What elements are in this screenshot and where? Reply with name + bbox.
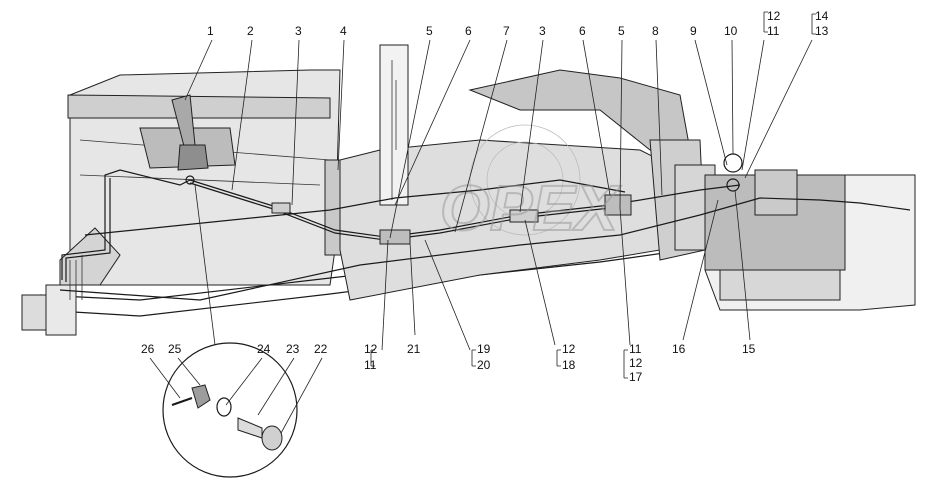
callout-23: 23 bbox=[286, 342, 300, 356]
callout-18: 18 bbox=[562, 358, 576, 372]
callout-10: 10 bbox=[724, 24, 738, 38]
callout-3: 3 bbox=[295, 24, 302, 38]
callout-6: 6 bbox=[465, 24, 472, 38]
callout-5: 5 bbox=[426, 24, 433, 38]
callout-21: 21 bbox=[407, 342, 421, 356]
callout-24: 24 bbox=[257, 342, 271, 356]
callout-13: 13 bbox=[815, 24, 829, 38]
callout-12-a: 12 bbox=[364, 342, 378, 356]
engine-block bbox=[339, 44, 716, 301]
callout-11-b: 11 bbox=[629, 342, 642, 356]
callout-labels: 1 2 3 4 5 6 7 3 6 5 8 9 10 12 11 14 13 1… bbox=[141, 9, 829, 384]
detail-circle bbox=[149, 342, 323, 478]
callout-7: 7 bbox=[503, 24, 510, 38]
callout-15: 15 bbox=[742, 342, 756, 356]
callout-6-right: 6 bbox=[579, 24, 586, 38]
callout-2: 2 bbox=[247, 24, 254, 38]
callout-16: 16 bbox=[672, 342, 686, 356]
rear-transmission bbox=[704, 153, 916, 311]
callout-9: 9 bbox=[690, 24, 697, 38]
callout-11-a: 11 bbox=[364, 358, 377, 372]
callout-20: 20 bbox=[477, 358, 491, 372]
callout-4: 4 bbox=[340, 24, 347, 38]
callout-26: 26 bbox=[141, 342, 155, 356]
callout-3-right: 3 bbox=[539, 24, 546, 38]
callout-12-c: 12 bbox=[629, 356, 643, 370]
callout-8: 8 bbox=[652, 24, 659, 38]
callout-22: 22 bbox=[314, 342, 328, 356]
callout-11-top: 11 bbox=[767, 24, 780, 38]
watermark-text: OPEX bbox=[440, 172, 621, 244]
callout-19: 19 bbox=[477, 342, 491, 356]
control-lever bbox=[171, 94, 209, 185]
callout-5-right: 5 bbox=[618, 24, 625, 38]
callout-17: 17 bbox=[629, 370, 643, 384]
fittings bbox=[271, 178, 740, 245]
callout-12-top: 12 bbox=[767, 9, 781, 23]
leader-lines bbox=[184, 11, 816, 379]
callout-25: 25 bbox=[168, 342, 182, 356]
callout-12-b: 12 bbox=[562, 342, 576, 356]
callout-14: 14 bbox=[815, 9, 829, 23]
callout-1: 1 bbox=[207, 24, 214, 38]
